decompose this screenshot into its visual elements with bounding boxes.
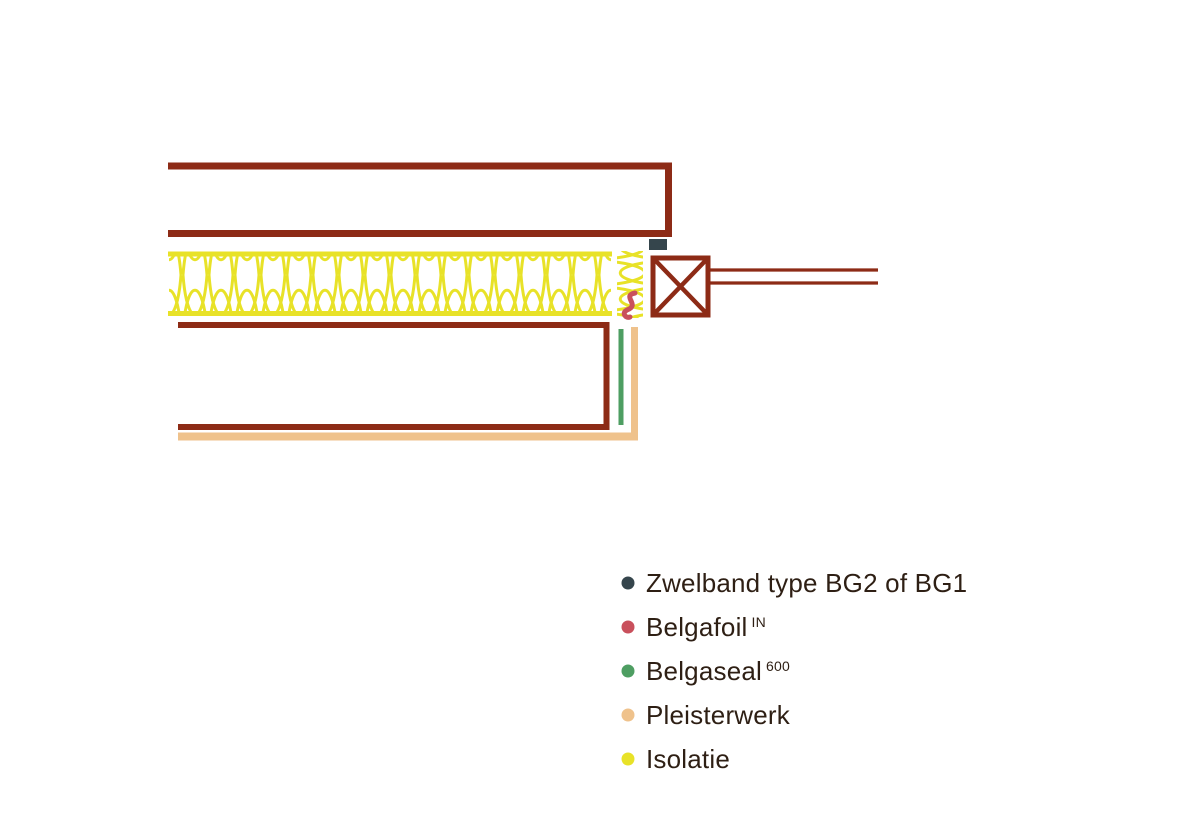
wall-bottom-section	[178, 322, 610, 430]
legend-item-zwelband: Zwelband type BG2 of BG1	[621, 561, 967, 605]
legend-dot-belgaseal	[621, 664, 635, 678]
belgafoil-squiggle	[621, 290, 638, 320]
legend-sup-belgafoil: IN	[751, 613, 766, 630]
wall-top-section	[168, 162, 672, 237]
legend-sup-belgaseal: 600	[766, 657, 790, 674]
legend-label-isolatie: Isolatie	[646, 743, 730, 774]
legend-dot-isolatie	[621, 752, 635, 766]
legend-label-zwelband: Zwelband type BG2 of BG1	[646, 567, 968, 598]
legend-label-pleisterwerk: Pleisterwerk	[646, 699, 790, 730]
window-frame-diagonal-2	[651, 256, 710, 317]
legend-dot-belgafoil	[621, 620, 635, 634]
legend-item-pleisterwerk: Pleisterwerk	[621, 693, 967, 737]
legend-dot-zwelband	[621, 576, 635, 590]
legend-dot-pleisterwerk	[621, 708, 635, 722]
insulation-batt-horizontal	[169, 256, 611, 311]
legend-item-isolatie: Isolatie	[621, 737, 967, 781]
zwelband-block	[649, 239, 667, 250]
